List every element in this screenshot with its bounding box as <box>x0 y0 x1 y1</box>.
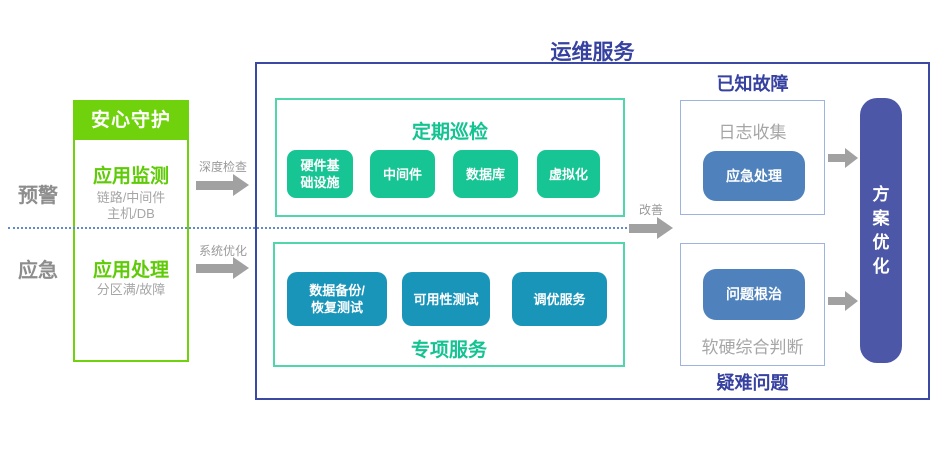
improve-arrow-label: 改善 <box>638 203 663 217</box>
pill-database: 数据库 <box>453 150 518 198</box>
system-optimize-arrow-label: 系统优化 <box>198 244 247 258</box>
app-monitor-detail-line1: 链路/中间件 <box>96 190 166 205</box>
app-handle-detail-line1: 分区满/故障 <box>96 282 166 297</box>
pill-problem-eradication: 问题根治 <box>703 269 805 320</box>
guard-box-header: 安心守护 <box>75 102 187 140</box>
pill-middleware: 中间件 <box>370 150 435 198</box>
main-title: 运维服务 <box>550 41 635 64</box>
row-label-warning: 预警 <box>18 185 58 207</box>
pill-backup-recovery-test: 数据备份/ 恢复测试 <box>287 272 387 326</box>
special-service-title: 专项服务 <box>410 340 487 361</box>
deep-check-arrow-icon <box>196 174 249 196</box>
app-monitor-title: 应用监测 <box>92 166 169 187</box>
periodic-inspection-title: 定期巡检 <box>411 122 488 143</box>
plan-optimization-bar: 方案优化 <box>860 98 902 363</box>
log-collection-text: 日志收集 <box>718 123 787 142</box>
app-monitor-detail-line2: 主机/DB <box>107 206 155 221</box>
ops-service-container <box>255 62 930 400</box>
difficult-problem-title: 疑难问题 <box>716 373 789 393</box>
pill-hardware-infrastructure: 硬件基 础设施 <box>287 150 353 198</box>
pill-virtualization: 虚拟化 <box>537 150 600 198</box>
dashed-divider-line <box>8 227 627 229</box>
system-optimize-arrow-icon <box>196 257 249 279</box>
row-label-emergency: 应急 <box>18 260 58 282</box>
pill-emergency-handling: 应急处理 <box>703 151 805 201</box>
deep-check-arrow-label: 深度检查 <box>198 160 247 174</box>
pill-availability-test: 可用性测试 <box>402 272 490 326</box>
app-handle-title: 应用处理 <box>92 260 169 281</box>
improve-arrow-icon <box>629 217 673 239</box>
plan-optimization-label: 方案优化 <box>872 184 890 276</box>
known-fault-title: 已知故障 <box>716 74 789 94</box>
guard-box: 安心守护 <box>73 100 189 362</box>
pill-tuning-service: 调优服务 <box>512 272 607 326</box>
difficult-problem-to-bar-arrow-icon <box>828 291 858 311</box>
known-fault-to-bar-arrow-icon <box>828 148 858 168</box>
soft-hard-judgement-text: 软硬综合判断 <box>701 338 804 357</box>
